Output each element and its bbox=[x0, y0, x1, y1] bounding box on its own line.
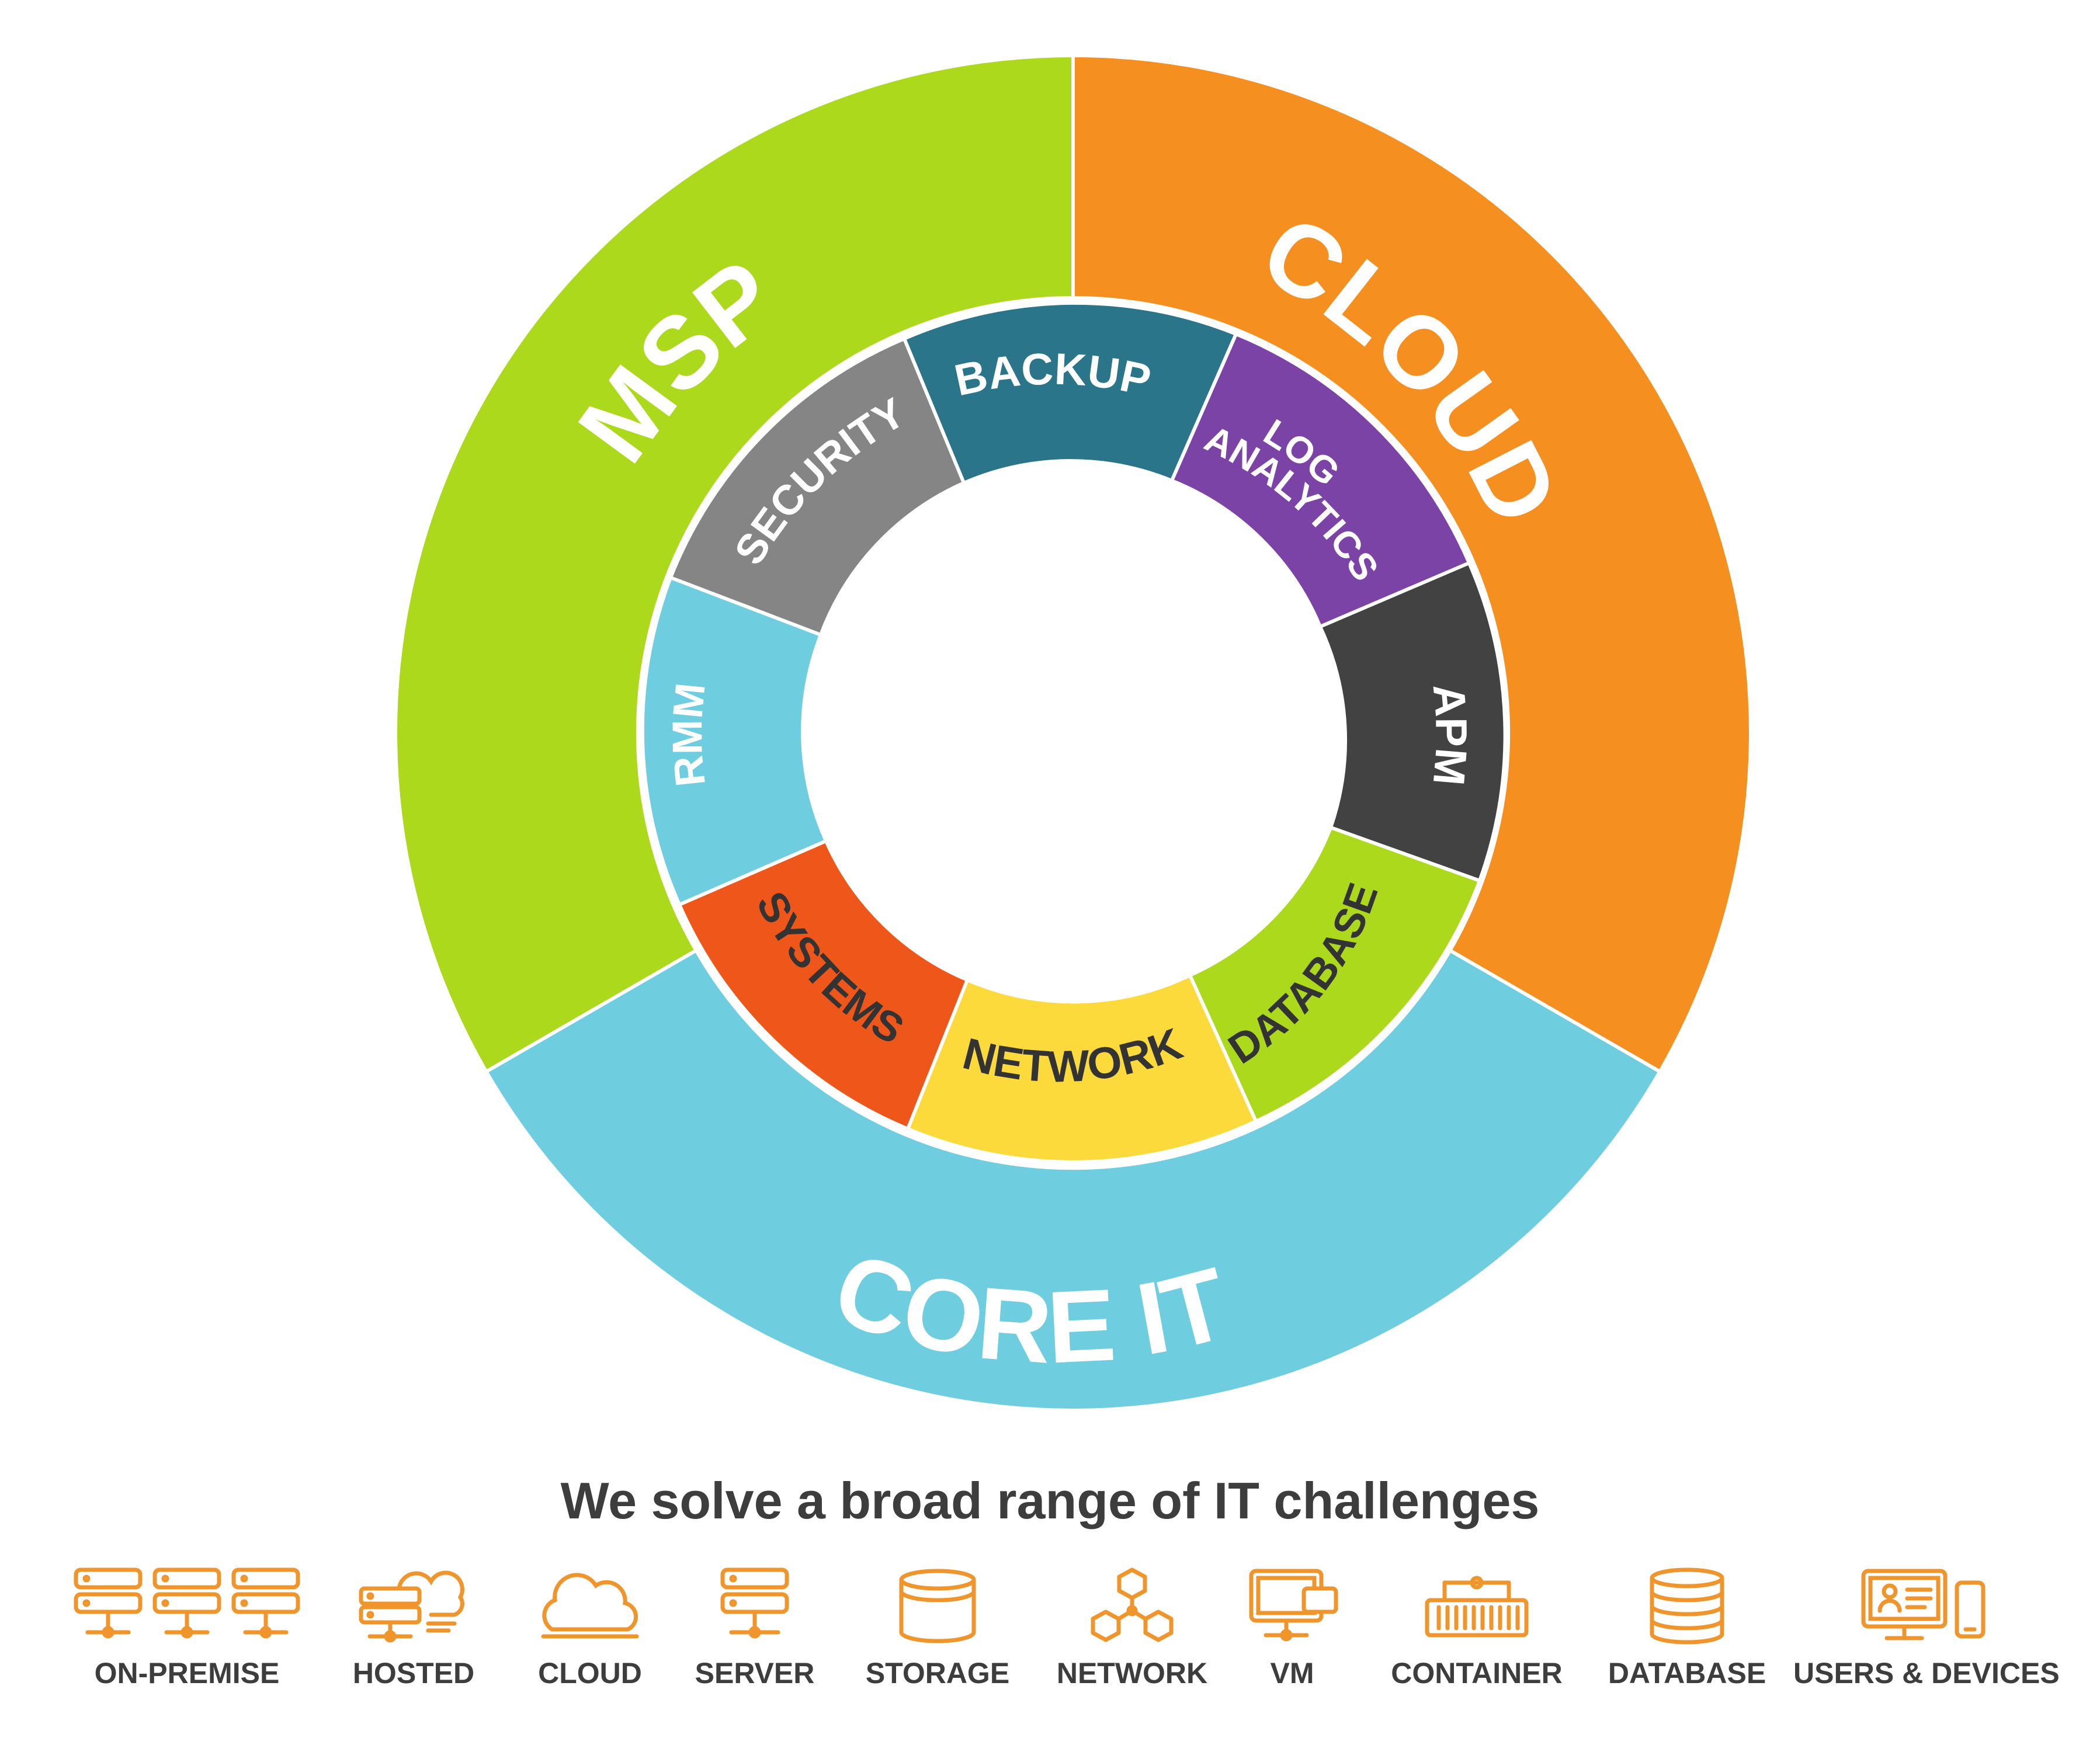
inner-segment-network bbox=[905, 972, 1258, 1164]
icon-item-container: CONTAINER bbox=[1348, 1565, 1605, 1740]
icon-label-users-devices: USERS & DEVICES bbox=[1793, 1657, 2060, 1690]
icon-label-cloud: CLOUD bbox=[538, 1657, 642, 1690]
icon-item-cloud: CLOUD bbox=[461, 1565, 718, 1740]
icon-item-hosted: HOSTED bbox=[285, 1565, 542, 1740]
icon-label-hosted: HOSTED bbox=[352, 1657, 475, 1690]
outer-segment-core-it bbox=[484, 948, 1662, 1413]
icon-item-storage: STORAGE bbox=[809, 1565, 1066, 1740]
it-solutions-wheel: MSP CLOUD CORE IT BACKUP LOG ANALYTICS A… bbox=[394, 53, 1752, 1413]
outer-segment-cloud bbox=[1071, 53, 1752, 1075]
inner-segment-security bbox=[668, 336, 966, 637]
inner-segment-rmm bbox=[640, 575, 828, 907]
icon-label-vm: VM bbox=[1270, 1657, 1314, 1690]
center-hole bbox=[807, 467, 1339, 999]
inner-segment-apm bbox=[1317, 561, 1507, 883]
icon-item-vm: VM bbox=[1164, 1565, 1421, 1740]
database-icon bbox=[1650, 1567, 1724, 1645]
inner-ring bbox=[640, 301, 1507, 1164]
on-premise-icon bbox=[74, 1567, 300, 1639]
icon-item-database: DATABASE bbox=[1558, 1565, 1816, 1740]
server-icon bbox=[720, 1567, 789, 1639]
icon-label-storage: STORAGE bbox=[865, 1657, 1010, 1690]
network-icon bbox=[1091, 1567, 1174, 1642]
icon-item-on-premise: ON-PREMISE bbox=[58, 1565, 315, 1740]
hosted-icon bbox=[359, 1570, 464, 1643]
icon-item-users-devices: USERS & DEVICES bbox=[1793, 1565, 2060, 1740]
icon-label-network: NETWORK bbox=[1056, 1657, 1208, 1690]
inner-segment-backup bbox=[902, 301, 1238, 485]
storage-icon bbox=[899, 1569, 976, 1643]
outer-segment-msp bbox=[394, 53, 1075, 1075]
inner-segment-log-analytics bbox=[1169, 332, 1471, 629]
icon-label-container: CONTAINER bbox=[1391, 1657, 1563, 1690]
inner-segment-database bbox=[1188, 825, 1482, 1124]
icon-label-database: DATABASE bbox=[1608, 1657, 1766, 1690]
icon-item-network: NETWORK bbox=[1004, 1565, 1261, 1740]
vm-icon bbox=[1249, 1569, 1338, 1642]
container-icon bbox=[1425, 1576, 1529, 1638]
inner-label-apm: APM bbox=[1424, 682, 1476, 787]
icon-row: ON-PREMISE HOSTED CLOUD SERVER bbox=[0, 1565, 2100, 1740]
users-devices-icon bbox=[1861, 1569, 1986, 1640]
icon-label-server: SERVER bbox=[695, 1657, 815, 1690]
icon-item-server: SERVER bbox=[626, 1565, 883, 1740]
tagline: We solve a broad range of IT challenges bbox=[560, 1472, 1540, 1529]
icon-label-on-premise: ON-PREMISE bbox=[94, 1657, 280, 1690]
inner-label-rmm: RMM bbox=[664, 681, 714, 788]
inner-segment-systems bbox=[677, 839, 970, 1131]
cloud-icon bbox=[541, 1573, 639, 1639]
